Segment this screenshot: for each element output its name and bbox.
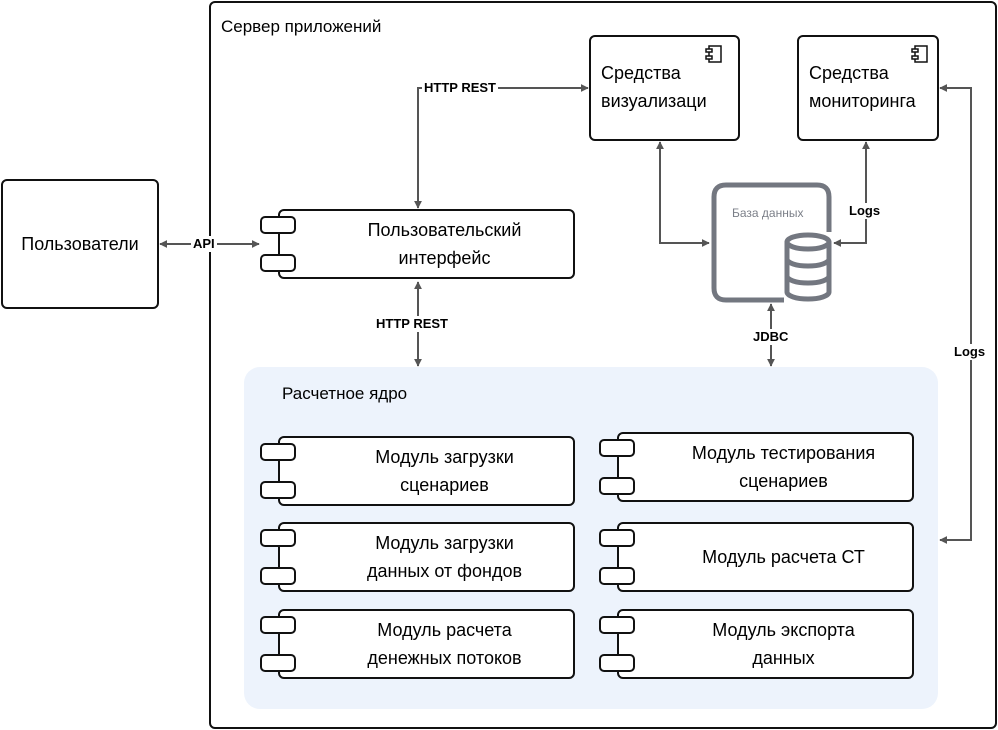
edge-label-api: API: [191, 236, 217, 252]
user-interface-port-top: [260, 216, 296, 234]
monitoring-box: Средства мониторинга: [797, 35, 939, 141]
module-label: Модуль расчета СТ: [702, 547, 865, 567]
module-port: [599, 477, 635, 495]
module-label: Модуль расчета денежных потоков: [367, 620, 522, 668]
module-port: [599, 529, 635, 547]
edge-label-logs-right: Logs: [952, 344, 988, 360]
component-icon: [705, 45, 722, 63]
module-label: Модуль тестирования сценариев: [691, 443, 876, 491]
module-fund-data-loading: Модуль загрузки данных от фондов: [278, 522, 575, 592]
edge-label-jdbc: JDBC: [751, 329, 791, 345]
http-rest-top-arrow: [414, 84, 589, 209]
user-interface-component: Пользовательский интерфейс: [278, 209, 575, 279]
module-port: [599, 654, 635, 672]
calculation-core-title: Расчетное ядро: [282, 384, 408, 403]
module-st-calculation: Модуль расчета СТ: [617, 522, 914, 592]
module-cash-flow-calculation: Модуль расчета денежных потоков: [278, 609, 575, 679]
database-label: База данных: [732, 206, 804, 220]
module-label: Модуль загрузки данных от фондов: [366, 533, 523, 581]
edge-label-http-rest-top: HTTP REST: [422, 80, 498, 96]
users-box: Пользователи: [1, 179, 159, 309]
module-port: [260, 654, 296, 672]
app-server-label: Сервер приложений: [221, 17, 382, 36]
database-icon: [711, 182, 832, 303]
module-port: [260, 529, 296, 547]
module-scenario-testing: Модуль тестирования сценариев: [617, 432, 914, 502]
component-icon: [911, 45, 928, 63]
edge-label-logs-db: Logs: [847, 203, 883, 219]
logs-right-arrow: [939, 84, 972, 544]
module-port: [599, 439, 635, 457]
viz-db-arrow: [656, 141, 710, 247]
module-data-export: Модуль экспорта данных: [617, 609, 914, 679]
module-port: [599, 567, 635, 585]
module-scenario-loading: Модуль загрузки сценариев: [278, 436, 575, 506]
module-port: [260, 567, 296, 585]
module-port: [260, 616, 296, 634]
user-interface-port-bottom: [260, 254, 296, 272]
edge-label-http-rest-bottom: HTTP REST: [374, 316, 450, 332]
visualization-label: Средства визуализаци: [601, 63, 707, 111]
logs-db-arrow: [833, 141, 870, 247]
user-interface-label: Пользовательский интерфейс: [367, 220, 522, 268]
module-label: Модуль загрузки сценариев: [375, 447, 514, 495]
users-label: Пользователи: [21, 234, 139, 254]
monitoring-label: Средства мониторинга: [809, 63, 916, 111]
module-label: Модуль экспорта данных: [712, 620, 855, 668]
module-port: [260, 481, 296, 499]
module-port: [599, 616, 635, 634]
module-port: [260, 443, 296, 461]
